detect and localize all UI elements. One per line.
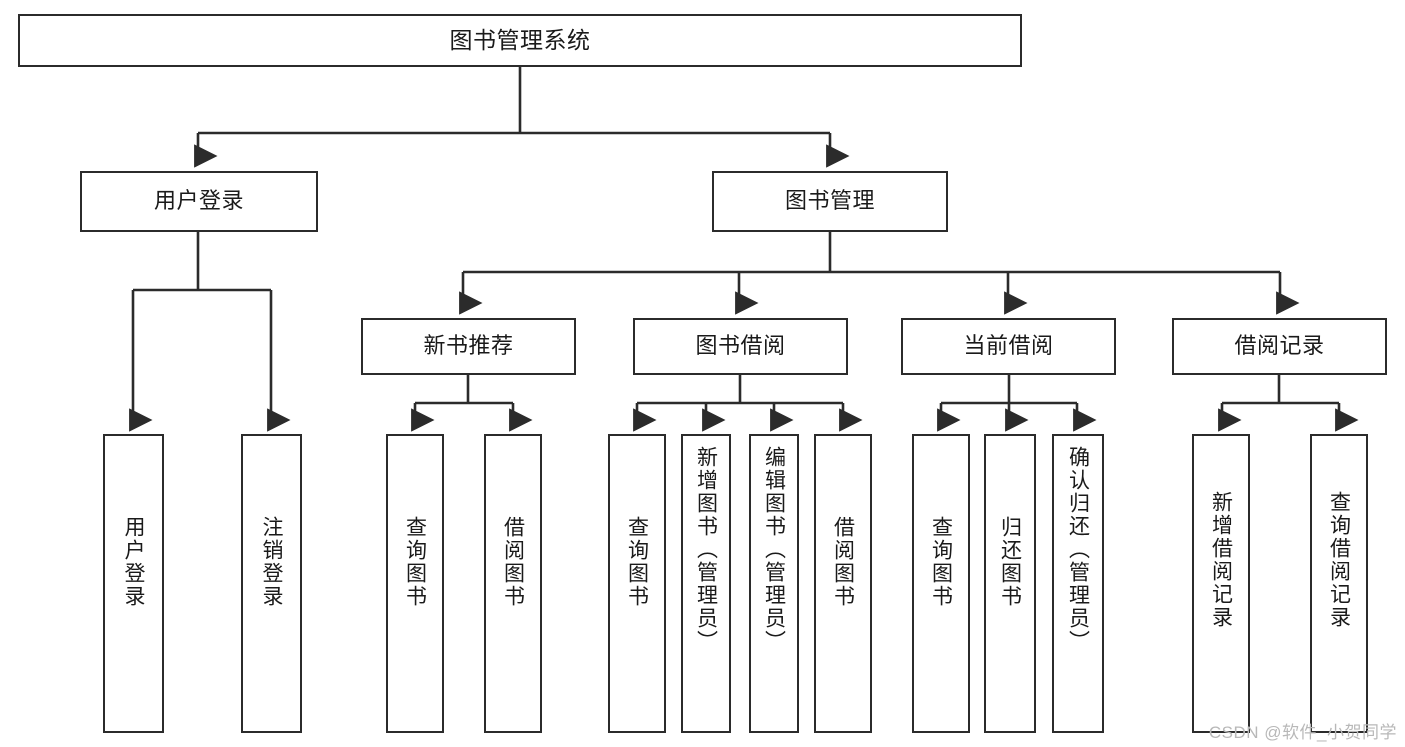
- node-leaf-confirm-return[interactable]: 确认归还（管理员）: [1052, 434, 1104, 733]
- watermark-text: CSDN @软件_小贺同学: [1208, 723, 1397, 742]
- node-label: 编辑图书（管理员）: [762, 446, 786, 653]
- node-leaf-add-record[interactable]: 新增借阅记录: [1192, 434, 1250, 733]
- node-label: 新增借阅记录: [1209, 491, 1233, 629]
- node-current-borrow[interactable]: 当前借阅: [901, 318, 1116, 375]
- node-new-book-recommend[interactable]: 新书推荐: [361, 318, 576, 375]
- node-leaf-return-book[interactable]: 归还图书: [984, 434, 1036, 733]
- node-leaf-add-book[interactable]: 新增图书（管理员）: [681, 434, 731, 733]
- node-leaf-query-book-2[interactable]: 查询图书: [608, 434, 666, 733]
- node-leaf-user-login[interactable]: 用户登录: [103, 434, 164, 733]
- node-label: 确认归还（管理员）: [1066, 446, 1090, 653]
- node-label: 借阅图书: [831, 516, 855, 608]
- node-leaf-query-book-1[interactable]: 查询图书: [386, 434, 444, 733]
- node-label: 归还图书: [998, 516, 1022, 608]
- node-label: 当前借阅: [963, 333, 1054, 359]
- node-label: 新书推荐: [423, 333, 514, 359]
- node-leaf-borrow-book-1[interactable]: 借阅图书: [484, 434, 542, 733]
- node-label: 查询图书: [403, 516, 427, 608]
- node-label: 图书管理: [784, 188, 875, 214]
- node-borrow-record[interactable]: 借阅记录: [1172, 318, 1387, 375]
- node-label: 图书管理系统: [449, 26, 591, 53]
- node-label: 用户登录: [153, 188, 244, 214]
- node-label: 借阅记录: [1234, 333, 1325, 359]
- node-leaf-edit-book[interactable]: 编辑图书（管理员）: [749, 434, 799, 733]
- node-label: 查询借阅记录: [1327, 491, 1351, 629]
- node-leaf-query-record[interactable]: 查询借阅记录: [1310, 434, 1368, 733]
- node-leaf-borrow-book-2[interactable]: 借阅图书: [814, 434, 872, 733]
- node-label: 新增图书（管理员）: [694, 446, 718, 653]
- node-label: 借阅图书: [501, 516, 525, 608]
- node-user-login[interactable]: 用户登录: [80, 171, 318, 232]
- node-label: 注销登录: [260, 516, 283, 608]
- node-label: 图书借阅: [695, 333, 786, 359]
- node-label: 查询图书: [625, 516, 649, 608]
- node-book-manage[interactable]: 图书管理: [712, 171, 948, 232]
- node-leaf-user-logout[interactable]: 注销登录: [241, 434, 302, 733]
- node-leaf-query-book-3[interactable]: 查询图书: [912, 434, 970, 733]
- node-book-borrow[interactable]: 图书借阅: [633, 318, 848, 375]
- node-label: 用户登录: [122, 516, 145, 608]
- node-root-system[interactable]: 图书管理系统: [18, 14, 1022, 67]
- node-label: 查询图书: [929, 516, 953, 608]
